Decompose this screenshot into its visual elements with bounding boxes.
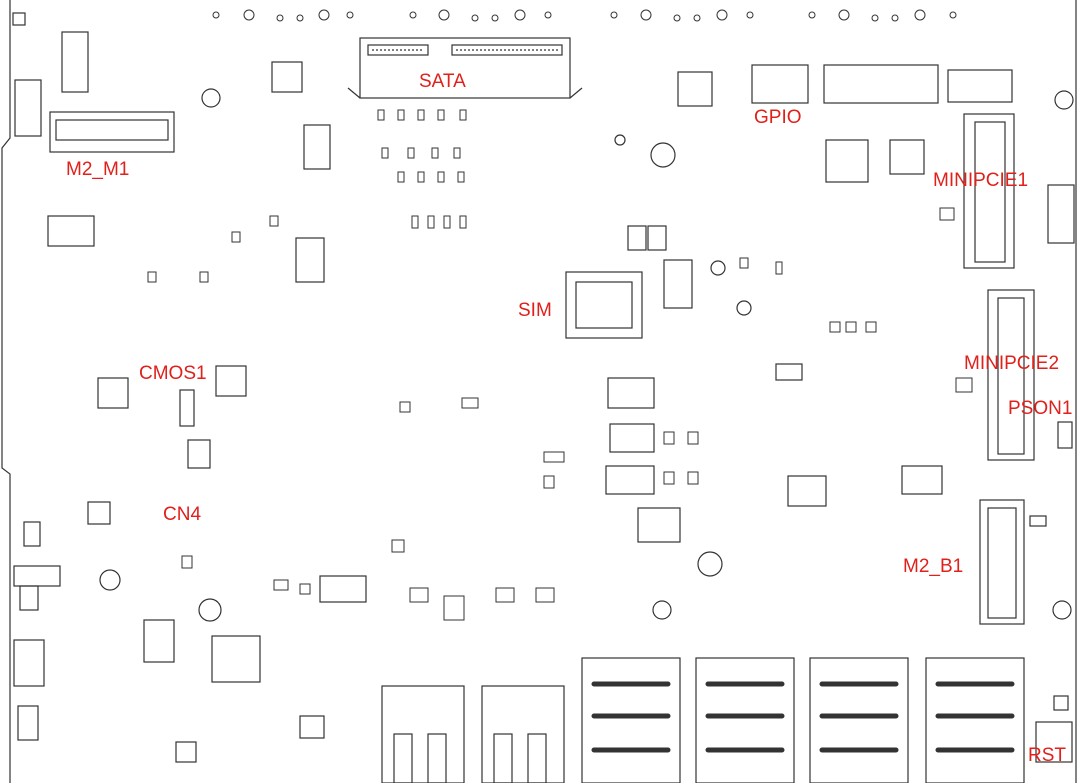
rst-label: RST [1028, 745, 1066, 766]
minipcie2-label: MINIPCIE2 [964, 353, 1060, 374]
lan-port-2 [695, 657, 795, 783]
gpio-label: GPIO [754, 107, 802, 128]
usb-port-1 [381, 685, 465, 783]
minipcie1-label: MINIPCIE1 [933, 170, 1029, 191]
m2-m1-slot [49, 111, 175, 153]
left-connector-side [14, 79, 42, 137]
lan-port-1 [581, 657, 681, 783]
corner-marker [12, 12, 26, 26]
usb-port-2 [481, 685, 565, 783]
pson1-label: PSON1 [1008, 398, 1073, 419]
cmos1-jumper [179, 389, 195, 427]
m2-b1-label: M2_B1 [903, 556, 964, 577]
lan-port-4 [925, 657, 1025, 783]
rst-header [1035, 721, 1073, 763]
top-header-pins [212, 9, 957, 22]
pson1-jumper [1057, 421, 1073, 449]
minipcie2-slot [987, 289, 1035, 461]
cn4-label: CN4 [163, 504, 202, 525]
sim-label: SIM [518, 300, 552, 321]
sata-connector [347, 37, 583, 99]
left-connector-top [61, 31, 89, 93]
sata-label: SATA [419, 71, 466, 92]
m2-b1-slot [979, 499, 1025, 625]
lan-port-3 [809, 657, 909, 783]
m2-m1-label: M2_M1 [66, 159, 130, 180]
cmos1-label: CMOS1 [139, 363, 207, 384]
gpio-header [751, 64, 1013, 104]
minipcie1-slot [963, 113, 1015, 269]
sim-slot [565, 259, 693, 339]
